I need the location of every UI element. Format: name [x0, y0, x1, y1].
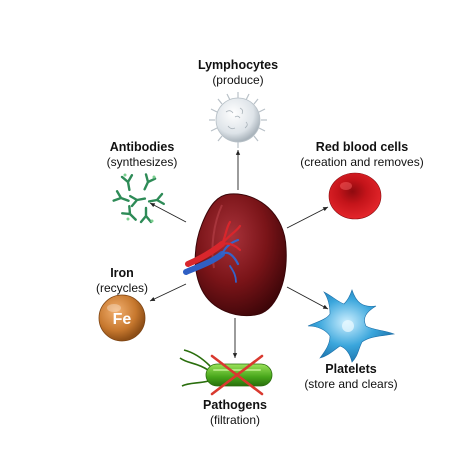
- iron-symbol: Fe: [113, 311, 132, 328]
- iron-sphere: [98, 294, 146, 342]
- platelets-title: Platelets: [325, 362, 377, 376]
- lymphocytes-label: Lymphocytes (produce): [188, 58, 288, 88]
- lymphocytes-sub: (produce): [212, 73, 264, 87]
- arrows: [149, 150, 329, 358]
- platelets-label: Platelets (store and clears): [296, 362, 406, 392]
- arrow-to-red-blood-cells: [286, 206, 329, 229]
- antibodies-title: Antibodies: [109, 140, 175, 154]
- antibodies-sub: (synthesizes): [106, 155, 178, 169]
- iron-label: Iron (recycles): [82, 266, 162, 296]
- arrow-to-antibodies: [149, 202, 187, 223]
- spleen-organ: [183, 193, 287, 317]
- antibodies-label: Antibodies (synthesizes): [92, 140, 192, 170]
- platelet-cell: [307, 289, 396, 363]
- arrow-to-platelets: [286, 286, 329, 310]
- cross-out-icon: [210, 354, 264, 396]
- platelets-sub: (store and clears): [304, 377, 398, 391]
- red-blood-cell: [328, 172, 382, 220]
- lymphocyte-cell: [209, 92, 267, 148]
- antibodies-cluster: [112, 173, 165, 224]
- red-blood-cells-sub: (creation and removes): [300, 155, 424, 169]
- pathogens-title: Pathogens: [203, 398, 267, 412]
- red-blood-cells-title: Red blood cells: [315, 140, 409, 154]
- lymphocytes-title: Lymphocytes: [197, 58, 279, 72]
- iron-sub: (recycles): [95, 281, 148, 295]
- iron-title: Iron: [110, 266, 134, 280]
- pathogens-label: Pathogens (filtration): [188, 398, 282, 428]
- red-blood-cells-label: Red blood cells (creation and removes): [292, 140, 432, 170]
- arrow-to-iron: [149, 283, 187, 302]
- pathogens-sub: (filtration): [209, 413, 260, 427]
